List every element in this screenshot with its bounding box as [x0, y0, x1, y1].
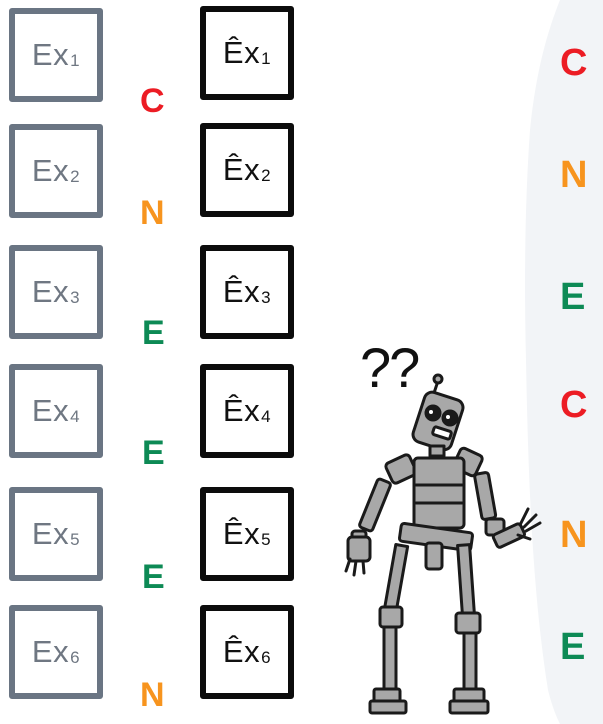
pair-label: E	[142, 434, 165, 472]
robot-label: C	[560, 42, 588, 84]
pair-label: N	[140, 194, 165, 232]
pair-label: C	[140, 82, 165, 120]
robot-icon	[344, 373, 542, 715]
pair-label: N	[140, 676, 165, 714]
pair-label: E	[142, 314, 165, 352]
robot-label: E	[560, 276, 586, 318]
robot-confused-question-marks: ??	[360, 336, 420, 399]
robot-label: E	[560, 626, 586, 668]
pair-label: E	[142, 558, 165, 596]
robot-label: C	[560, 384, 588, 426]
robot-label: N	[560, 514, 588, 556]
robot-label: N	[560, 154, 588, 196]
